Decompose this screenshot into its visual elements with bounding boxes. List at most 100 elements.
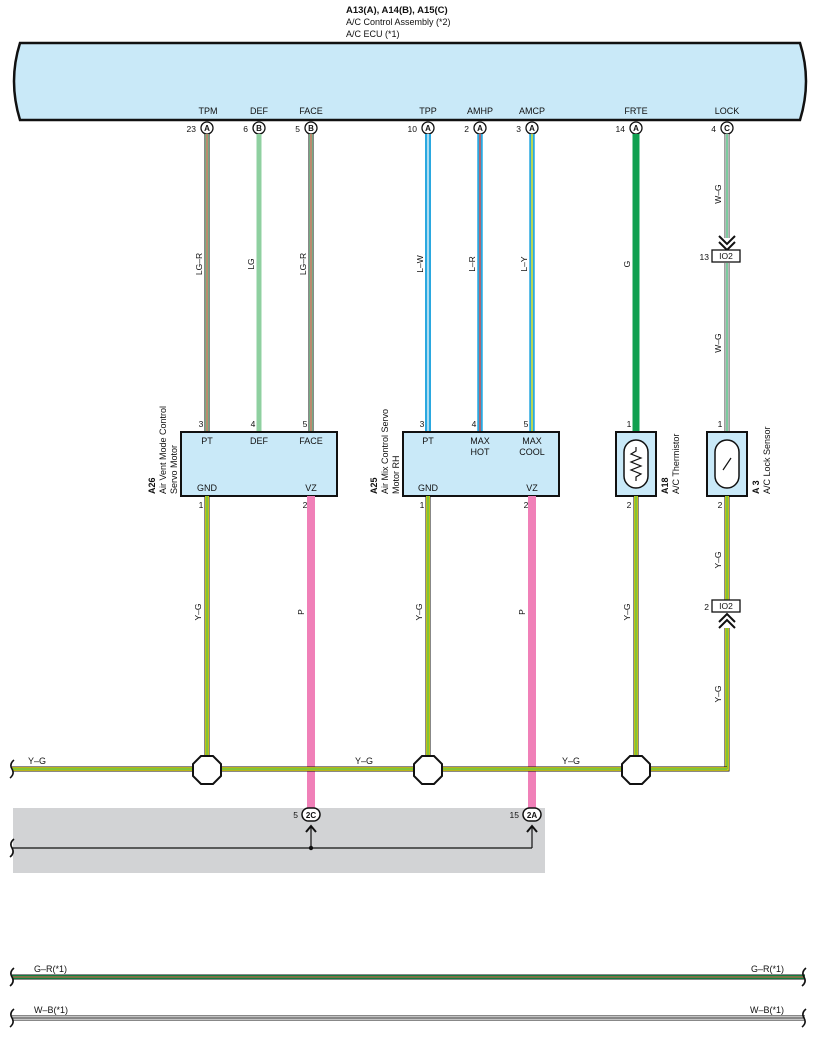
ground-connector-2c: 5 2C	[293, 807, 321, 851]
component-a18: 1 2 A18 A/C Thermistor	[615, 419, 681, 510]
wb-break-right	[801, 1008, 807, 1028]
wb-label-right: W–B(*1)	[750, 1005, 784, 1015]
wire-label-frte: G	[622, 261, 632, 268]
svg-text:1: 1	[199, 500, 204, 510]
svg-text:DEF: DEF	[250, 436, 269, 446]
svg-text:6: 6	[243, 124, 248, 134]
svg-text:10: 10	[408, 124, 418, 134]
svg-text:A 3: A 3	[751, 480, 761, 494]
svg-text:MAX: MAX	[470, 436, 490, 446]
svg-text:Motor RH: Motor RH	[391, 455, 401, 494]
gr-label-right: G–R(*1)	[751, 964, 784, 974]
wire-label-amhp: L–R	[467, 256, 477, 272]
ground-break-left	[9, 838, 15, 858]
gr-label-left: G–R(*1)	[34, 964, 67, 974]
ecu-terminal-def: DEF 6 B	[243, 106, 269, 135]
svg-text:23: 23	[187, 124, 197, 134]
svg-text:A25: A25	[369, 477, 379, 494]
svg-text:2: 2	[718, 500, 723, 510]
ecu-terminal-frte: FRTE 14 A	[616, 106, 648, 135]
wire-label-tpp: L–W	[415, 255, 425, 272]
svg-text:VZ: VZ	[305, 483, 317, 493]
svg-text:AMHP: AMHP	[467, 106, 493, 116]
splice-2	[413, 755, 443, 785]
component-a26: 3 4 5 PT DEF FACE GND VZ 1 2 A26 Air Ven…	[147, 406, 338, 510]
svg-text:VZ: VZ	[526, 483, 538, 493]
ecu-terminal-lock: LOCK 4 C	[711, 106, 740, 135]
bus-label-mid: Y–G	[355, 756, 373, 766]
wb-break-left	[9, 1008, 15, 1028]
svg-text:2A: 2A	[527, 811, 537, 820]
svg-text:TPM: TPM	[199, 106, 218, 116]
wire-label-face: LG–R	[298, 253, 308, 275]
wb-label-left: W–B(*1)	[34, 1005, 68, 1015]
svg-text:2: 2	[303, 500, 308, 510]
wire-label-a26-gnd: Y–G	[193, 603, 203, 620]
svg-text:TPP: TPP	[419, 106, 437, 116]
svg-text:A: A	[204, 124, 210, 133]
svg-text:5: 5	[293, 810, 298, 820]
svg-text:15: 15	[510, 810, 520, 820]
wire-label-a25-gnd: Y–G	[414, 603, 424, 620]
svg-text:Air Mix Control Servo: Air Mix Control Servo	[380, 409, 390, 494]
connector-io2-top: IO2 13	[700, 235, 741, 263]
wire-label-a18-out: Y–G	[622, 603, 632, 620]
svg-text:A18: A18	[660, 477, 670, 494]
svg-text:5: 5	[303, 419, 308, 429]
header-line2: A/C Control Assembly (*2)	[346, 17, 451, 27]
ground-connector-2a: 15 2A	[510, 807, 542, 848]
svg-text:4: 4	[472, 419, 477, 429]
connector-io2-bottom: IO2 2	[704, 599, 741, 629]
header-title: A13(A), A14(B), A15(C)	[346, 5, 448, 16]
ecu-terminal-tpp: TPP 10 A	[408, 106, 437, 135]
ecu-box	[12, 41, 808, 122]
svg-text:A: A	[477, 124, 483, 133]
svg-text:Air Vent Mode Control: Air Vent Mode Control	[158, 406, 168, 494]
svg-text:A/C Lock Sensor: A/C Lock Sensor	[762, 426, 772, 494]
wire-label-lock-top: W–G	[713, 184, 723, 203]
svg-text:FRTE: FRTE	[624, 106, 647, 116]
component-a3: 1 2 A 3 A/C Lock Sensor	[706, 419, 772, 510]
svg-text:DEF: DEF	[250, 106, 269, 116]
svg-text:HOT: HOT	[471, 447, 491, 457]
svg-text:13: 13	[700, 252, 710, 262]
ecu-terminal-face: FACE 5 B	[295, 106, 323, 135]
wire-label-amcp: L–Y	[519, 256, 529, 271]
svg-text:FACE: FACE	[299, 436, 323, 446]
svg-text:B: B	[308, 124, 314, 133]
ecu-terminal-tpm: TPM 23 A	[187, 106, 218, 135]
wire-label-a25-vz: P	[517, 609, 527, 615]
wire-label-a3-low: Y–G	[713, 685, 723, 702]
svg-text:14: 14	[616, 124, 626, 134]
svg-text:IO2: IO2	[719, 251, 733, 261]
gr-break-left	[9, 967, 15, 987]
ecu-terminal-amcp: AMCP 3 A	[516, 106, 545, 135]
svg-text:5: 5	[524, 419, 529, 429]
svg-text:1: 1	[718, 419, 723, 429]
svg-text:2: 2	[524, 500, 529, 510]
svg-text:1: 1	[627, 419, 632, 429]
svg-text:3: 3	[199, 419, 204, 429]
ground-area	[13, 808, 545, 873]
component-a25: 3 4 5 PT MAX HOT MAX COOL GND VZ 1 2 A25…	[369, 409, 560, 510]
svg-text:MAX: MAX	[522, 436, 542, 446]
svg-text:PT: PT	[201, 436, 213, 446]
svg-text:C: C	[724, 124, 730, 133]
wire-label-a26-vz: P	[296, 609, 306, 615]
wire-label-lock-mid: W–G	[713, 333, 723, 352]
svg-text:1: 1	[420, 500, 425, 510]
wire-label-tpm: LG–R	[194, 253, 204, 275]
wire-label-def: LG	[246, 258, 256, 269]
svg-text:2: 2	[464, 124, 469, 134]
svg-text:FACE: FACE	[299, 106, 323, 116]
svg-text:A: A	[633, 124, 639, 133]
svg-text:2: 2	[704, 602, 709, 612]
svg-text:2C: 2C	[306, 811, 316, 820]
svg-text:Servo Motor: Servo Motor	[169, 445, 179, 494]
svg-text:COOL: COOL	[519, 447, 545, 457]
svg-text:LOCK: LOCK	[715, 106, 740, 116]
svg-text:A/C Thermistor: A/C Thermistor	[671, 434, 681, 494]
svg-text:3: 3	[420, 419, 425, 429]
svg-text:PT: PT	[422, 436, 434, 446]
bus-label-left: Y–G	[28, 756, 46, 766]
